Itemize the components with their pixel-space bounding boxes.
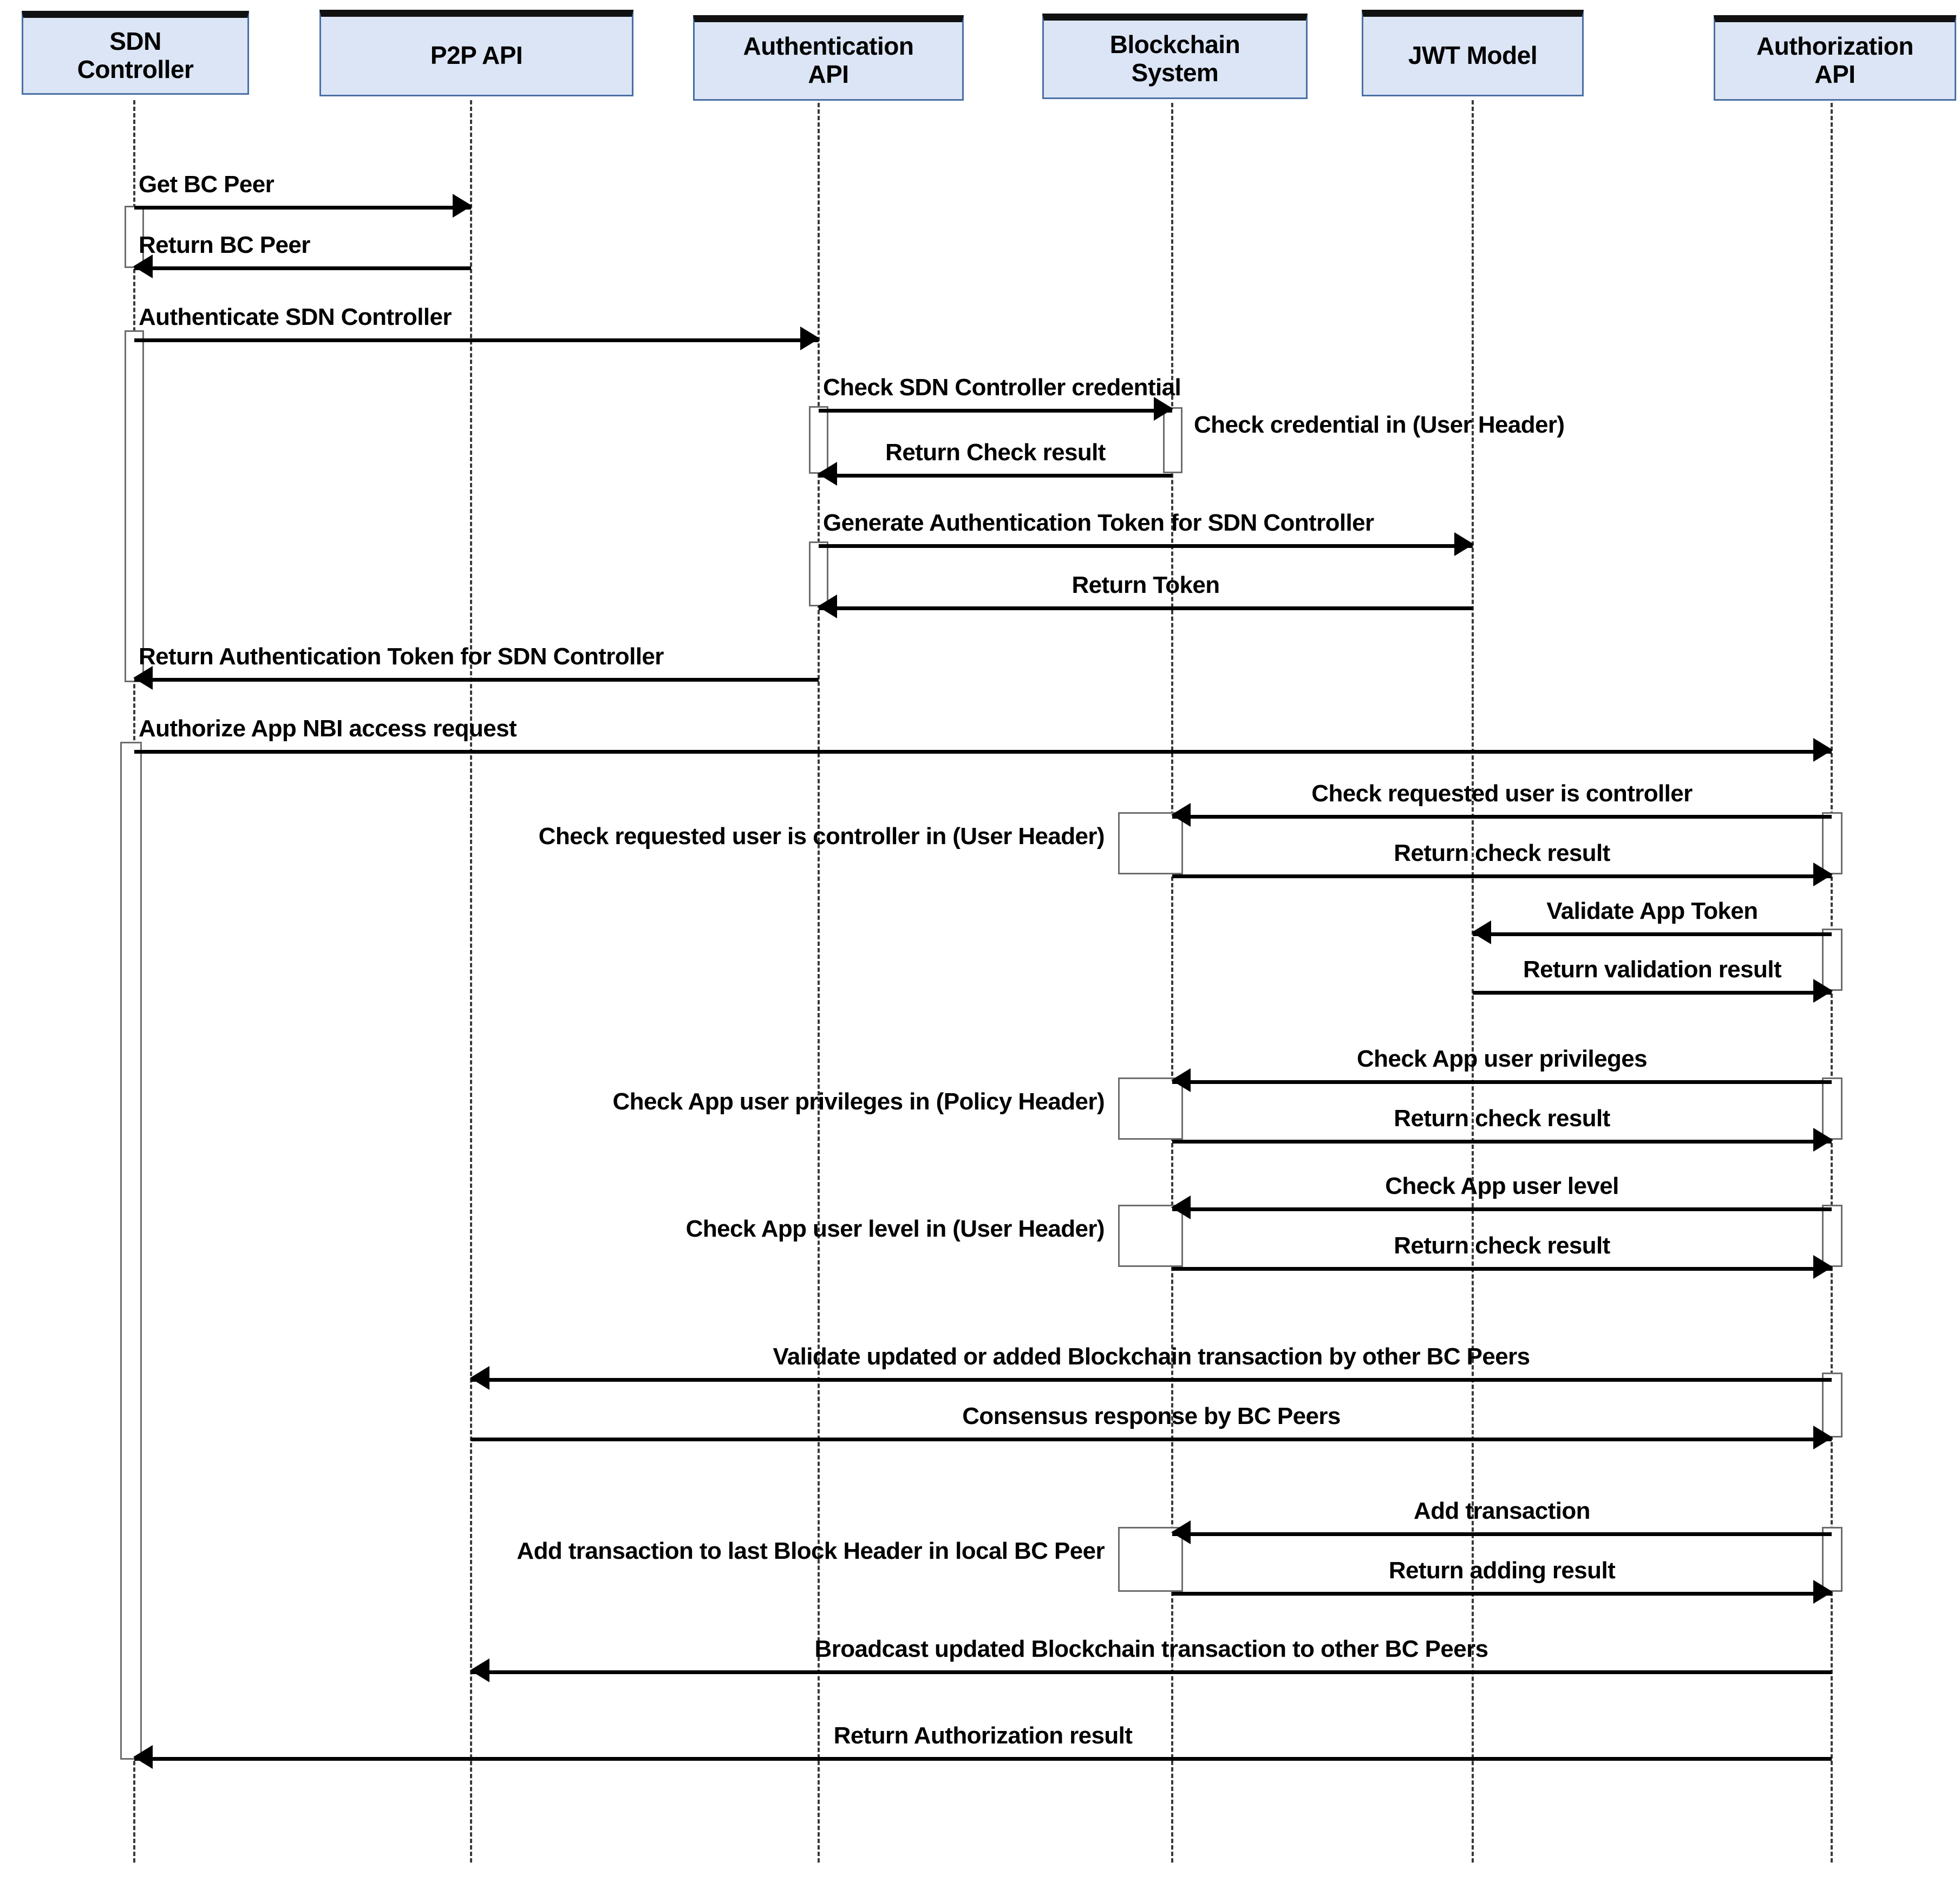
arrow-head-icon (453, 194, 472, 218)
message-label: Check App user level (1385, 1173, 1619, 1199)
note-label-n1: Check credential in (User Header) (1194, 411, 1565, 438)
participant-label: API (1814, 60, 1856, 88)
arrow-head-icon (1813, 863, 1833, 886)
participant-label: P2P API (430, 41, 523, 70)
participant-box-jwt[interactable]: JWT Model (1362, 10, 1584, 96)
message-line (471, 1670, 1832, 1674)
message-label: Return validation result (1523, 956, 1782, 983)
message-line (471, 1438, 1832, 1441)
participant-label: Authorization (1756, 32, 1913, 61)
arrow-head-icon (1171, 1068, 1191, 1092)
lifeline-bc (1171, 103, 1173, 1863)
participant-label: Authentication (743, 32, 914, 61)
message-label: Return adding result (1388, 1557, 1616, 1584)
message-line (134, 206, 471, 210)
arrow-head-icon (800, 326, 820, 350)
message-line (134, 1757, 1832, 1761)
note-label-n2: Check requested user is controller in (U… (538, 823, 1105, 850)
message-line (471, 1378, 1832, 1382)
message-label: Return check result (1394, 1232, 1610, 1259)
message-line (1172, 1207, 1832, 1211)
message-label: Check requested user is controller (1311, 780, 1693, 807)
participant-label: Controller (77, 55, 194, 83)
participant-label: SDN (109, 27, 161, 55)
message-label: Check App user privileges (1356, 1046, 1648, 1072)
arrow-head-icon (1171, 803, 1191, 827)
message-line (134, 266, 471, 270)
message-line (1172, 1140, 1832, 1144)
arrow-head-icon (1813, 1426, 1833, 1449)
arrow-head-icon (818, 462, 837, 486)
arrow-head-icon (470, 1366, 489, 1390)
arrow-head-icon (133, 666, 153, 690)
message-label: Return Check result (885, 439, 1106, 466)
participant-label: JWT Model (1408, 41, 1538, 70)
activation-sdn-authenticate (125, 330, 144, 682)
message-label: Validate updated or added Blockchain tra… (773, 1343, 1530, 1370)
message-line (134, 338, 819, 342)
message-label: Authenticate SDN Controller (139, 304, 452, 330)
participant-label: System (1131, 58, 1219, 87)
arrow-head-icon (1813, 1580, 1833, 1604)
message-line (819, 474, 1172, 478)
lifeline-auth (818, 103, 820, 1863)
arrow-head-icon (818, 595, 837, 618)
note-label-n3: Check App user privileges in (Policy Hea… (612, 1088, 1105, 1115)
message-label: Get BC Peer (139, 171, 275, 198)
message-label: Validate App Token (1546, 898, 1758, 924)
arrow-head-icon (1813, 979, 1833, 1003)
message-line (819, 409, 1172, 413)
message-label: Broadcast updated Blockchain transaction… (814, 1636, 1489, 1662)
arrow-head-icon (1171, 1195, 1191, 1219)
arrow-head-icon (1454, 532, 1474, 556)
participant-box-p2p[interactable]: P2P API (319, 10, 633, 96)
arrow-head-icon (1813, 1255, 1833, 1279)
note-label-n4: Check App user level in (User Header) (685, 1216, 1105, 1242)
arrow-head-icon (1171, 1520, 1191, 1544)
arrow-head-icon (133, 1745, 153, 1769)
message-line (1473, 932, 1832, 936)
activation-sdn-authorize (120, 742, 142, 1760)
lifeline-jwt (1472, 100, 1474, 1863)
message-label: Add transaction (1414, 1498, 1591, 1524)
arrow-head-icon (470, 1658, 489, 1682)
message-label: Return Authentication Token for SDN Cont… (139, 643, 664, 670)
arrow-head-icon (1813, 738, 1833, 762)
message-label: Return Authorization result (833, 1722, 1133, 1749)
arrow-head-icon (1154, 397, 1173, 421)
message-label: Check SDN Controller credential (823, 374, 1181, 401)
message-line (1172, 1080, 1832, 1084)
arrow-head-icon (1813, 1128, 1833, 1152)
message-line (1172, 815, 1832, 819)
message-label: Return check result (1394, 1105, 1610, 1132)
message-label: Authorize App NBI access request (139, 715, 517, 742)
message-label: Return check result (1394, 840, 1610, 866)
arrow-head-icon (1472, 920, 1491, 944)
message-line (819, 544, 1473, 548)
message-line (1172, 1532, 1832, 1536)
message-line (1473, 991, 1832, 995)
arrow-head-icon (133, 254, 153, 278)
message-label: Generate Authentication Token for SDN Co… (823, 509, 1374, 536)
message-label: Return Token (1072, 572, 1220, 598)
note-label-n5: Add transaction to last Block Header in … (517, 1538, 1105, 1564)
message-line (134, 678, 819, 682)
message-line (1172, 1267, 1832, 1271)
message-label: Return BC Peer (139, 232, 310, 258)
message-line (134, 750, 1832, 754)
message-line (1172, 874, 1832, 878)
message-line (1172, 1592, 1832, 1596)
lifeline-p2p (470, 100, 472, 1863)
participant-label: Blockchain (1109, 30, 1240, 59)
participant-label: API (808, 60, 849, 88)
message-line (819, 606, 1473, 610)
message-label: Consensus response by BC Peers (962, 1403, 1341, 1429)
